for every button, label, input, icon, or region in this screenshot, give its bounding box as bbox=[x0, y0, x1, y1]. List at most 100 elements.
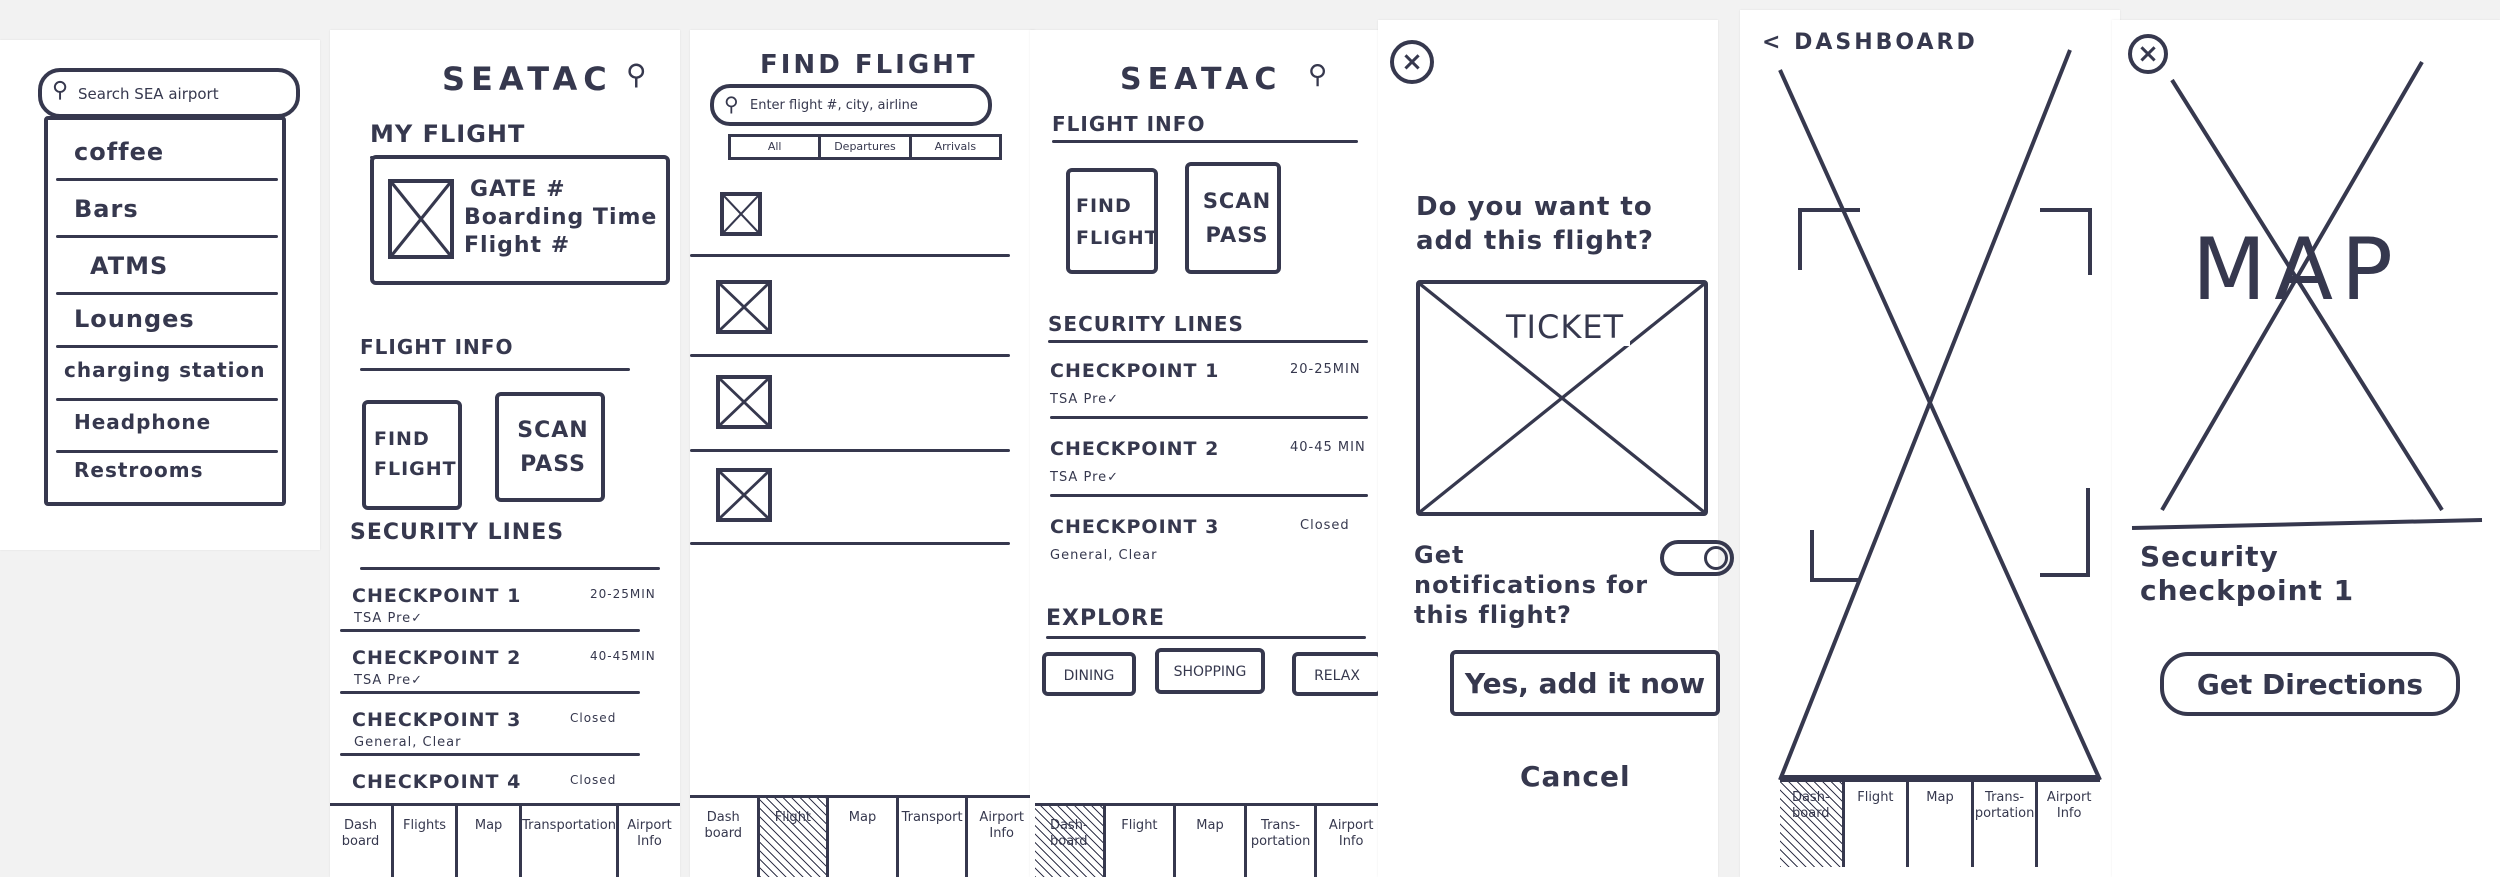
search-placeholder: Search SEA airport bbox=[78, 85, 219, 103]
tab-flight[interactable]: Flight bbox=[759, 798, 830, 877]
ticket-preview: TICKET bbox=[1416, 280, 1708, 516]
tab-airport-info[interactable]: Airport Info bbox=[2046, 790, 2092, 821]
category-item[interactable]: coffee bbox=[74, 138, 165, 166]
close-icon[interactable]: × bbox=[2128, 34, 2168, 74]
segment-departures[interactable]: Departures bbox=[821, 137, 912, 157]
tab-dash-board[interactable]: Dash- board bbox=[1780, 778, 1845, 867]
my-flight-card[interactable]: GATE # Boarding Time Flight # bbox=[370, 155, 670, 285]
search-input[interactable]: ⚲ Search SEA airport bbox=[38, 68, 300, 118]
find-flight-button[interactable]: FIND FLIGHT bbox=[362, 400, 462, 510]
explore-relax-button[interactable]: RELAX bbox=[1292, 652, 1382, 696]
checkpoint-name: CHECKPOINT 3 bbox=[1050, 516, 1220, 538]
checkpoint-divider bbox=[340, 691, 640, 694]
category-item[interactable]: ATMS bbox=[90, 252, 169, 280]
page-title: FIND FLIGHT bbox=[760, 50, 978, 80]
explore-label: RELAX bbox=[1314, 668, 1360, 684]
get-directions-button[interactable]: Get Directions bbox=[2160, 652, 2460, 716]
checkpoint-wait: 40-45MIN bbox=[590, 649, 656, 663]
checkpoint-divider bbox=[340, 629, 640, 632]
category-item[interactable]: Lounges bbox=[74, 305, 195, 333]
divider bbox=[1052, 140, 1358, 143]
tab-flight[interactable]: Flight bbox=[1106, 806, 1177, 877]
back-to-dashboard-link[interactable]: < DASHBOARD bbox=[1762, 30, 1978, 55]
checkpoint-note: TSA Pre✓ bbox=[354, 673, 424, 688]
checkpoint-wait: Closed bbox=[570, 773, 617, 787]
tab-map[interactable]: Map bbox=[829, 798, 899, 877]
scan-pass-button[interactable]: SCAN PASS bbox=[495, 392, 605, 502]
cancel-button[interactable]: Cancel bbox=[1520, 760, 1631, 793]
tab-dash-board[interactable]: Dash board bbox=[330, 806, 395, 877]
tab-airport-info[interactable]: Airport Info bbox=[627, 818, 672, 849]
close-icon[interactable]: × bbox=[1390, 40, 1434, 84]
app-title: SEATAC bbox=[1120, 62, 1283, 97]
tab-airport-info[interactable]: Airport Info bbox=[1328, 818, 1374, 849]
checkpoint-note: General, Clear bbox=[1050, 548, 1158, 563]
tab-dash-board[interactable]: Dash- board bbox=[1035, 806, 1106, 877]
tab-map[interactable]: Map bbox=[1909, 778, 1974, 867]
checkpoint-wait: 20-25MIN bbox=[1290, 362, 1361, 377]
checkpoint-name: CHECKPOINT 1 bbox=[352, 585, 522, 607]
dashboard-b-panel: SEATAC ⚲ FLIGHT INFO FIND FLIGHT SCAN PA… bbox=[1030, 30, 1390, 877]
tab-transport[interactable]: Transport bbox=[899, 798, 969, 877]
checkpoint-wait: Closed bbox=[570, 711, 617, 725]
add-flight-panel: × Do you want to add this flight? TICKET… bbox=[1378, 20, 1734, 877]
tab-trans-portation[interactable]: Trans- portation bbox=[1247, 806, 1318, 877]
notifications-toggle[interactable] bbox=[1660, 540, 1734, 576]
checkpoint-name: CHECKPOINT 2 bbox=[1050, 438, 1220, 460]
flight-result-thumbnail[interactable] bbox=[716, 280, 772, 334]
tab-flight[interactable]: Flight bbox=[1845, 778, 1910, 867]
tab-airport-info[interactable]: Airport Info bbox=[979, 810, 1024, 841]
search-placeholder: Enter flight #, city, airline bbox=[750, 98, 918, 113]
checkpoint-name: CHECKPOINT 4 bbox=[352, 771, 522, 793]
checkpoint-name: CHECKPOINT 1 bbox=[1050, 360, 1220, 382]
flight-result-thumbnail[interactable] bbox=[720, 192, 762, 236]
category-item[interactable]: Bars bbox=[74, 195, 139, 223]
tab-map[interactable]: Map bbox=[1176, 806, 1247, 877]
security-lines-heading: SECURITY LINES bbox=[350, 520, 565, 545]
segment-all[interactable]: All bbox=[731, 137, 822, 157]
tab-transportation[interactable]: Transportation bbox=[522, 806, 619, 877]
ticket-label: TICKET bbox=[1500, 308, 1631, 346]
category-item[interactable]: Headphone bbox=[74, 410, 212, 434]
checkpoint-wait: 40-45 MIN bbox=[1290, 440, 1366, 455]
checkpoint-note: TSA Pre✓ bbox=[354, 611, 424, 626]
list-divider bbox=[56, 178, 278, 181]
checkpoint-divider bbox=[1050, 494, 1368, 497]
segment-arrivals[interactable]: Arrivals bbox=[934, 140, 977, 153]
tab-flights[interactable]: Flights bbox=[394, 806, 459, 877]
category-item[interactable]: charging station bbox=[64, 358, 266, 382]
find-flight-button[interactable]: FIND FLIGHT bbox=[1066, 168, 1158, 274]
checkpoint-note: TSA Pre✓ bbox=[1050, 392, 1120, 407]
flight-info-heading: FLIGHT INFO bbox=[360, 335, 514, 359]
checkpoint-name: CHECKPOINT 2 bbox=[352, 647, 522, 669]
add-flight-question: Do you want to add this flight? bbox=[1416, 192, 1654, 256]
list-divider bbox=[56, 345, 278, 348]
category-item[interactable]: Restrooms bbox=[74, 458, 204, 482]
ticket-image-placeholder bbox=[388, 179, 454, 259]
scan-pass-button[interactable]: SCAN PASS bbox=[1185, 162, 1281, 274]
tab-dash-board[interactable]: Dash board bbox=[690, 798, 760, 877]
tab-trans-portation[interactable]: Trans- portation bbox=[1974, 778, 2039, 867]
list-divider bbox=[56, 450, 278, 453]
confirm-add-button[interactable]: Yes, add it now bbox=[1450, 650, 1720, 716]
result-divider bbox=[690, 354, 1010, 357]
explore-shopping-button[interactable]: SHOPPING bbox=[1155, 648, 1265, 694]
location-name: Security checkpoint 1 bbox=[2140, 540, 2355, 607]
dashboard-a-panel: SEATAC ⚲ MY FLIGHT GATE # Boarding Time … bbox=[330, 30, 680, 877]
flight-result-thumbnail[interactable] bbox=[716, 375, 772, 429]
search-icon[interactable]: ⚲ bbox=[1308, 60, 1328, 90]
flight-search-input[interactable]: ⚲ Enter flight #, city, airline bbox=[710, 84, 992, 126]
tab-map[interactable]: Map bbox=[458, 806, 523, 877]
search-icon[interactable]: ⚲ bbox=[626, 58, 647, 91]
toggle-knob bbox=[1704, 546, 1728, 570]
app-title: SEATAC bbox=[442, 60, 613, 98]
flight-result-thumbnail[interactable] bbox=[716, 468, 772, 522]
checkpoint-divider bbox=[1050, 416, 1368, 419]
explore-dining-button[interactable]: DINING bbox=[1042, 652, 1136, 696]
gate-label: GATE # bbox=[470, 177, 566, 202]
search-icon: ⚲ bbox=[52, 78, 69, 103]
list-divider bbox=[56, 235, 278, 238]
